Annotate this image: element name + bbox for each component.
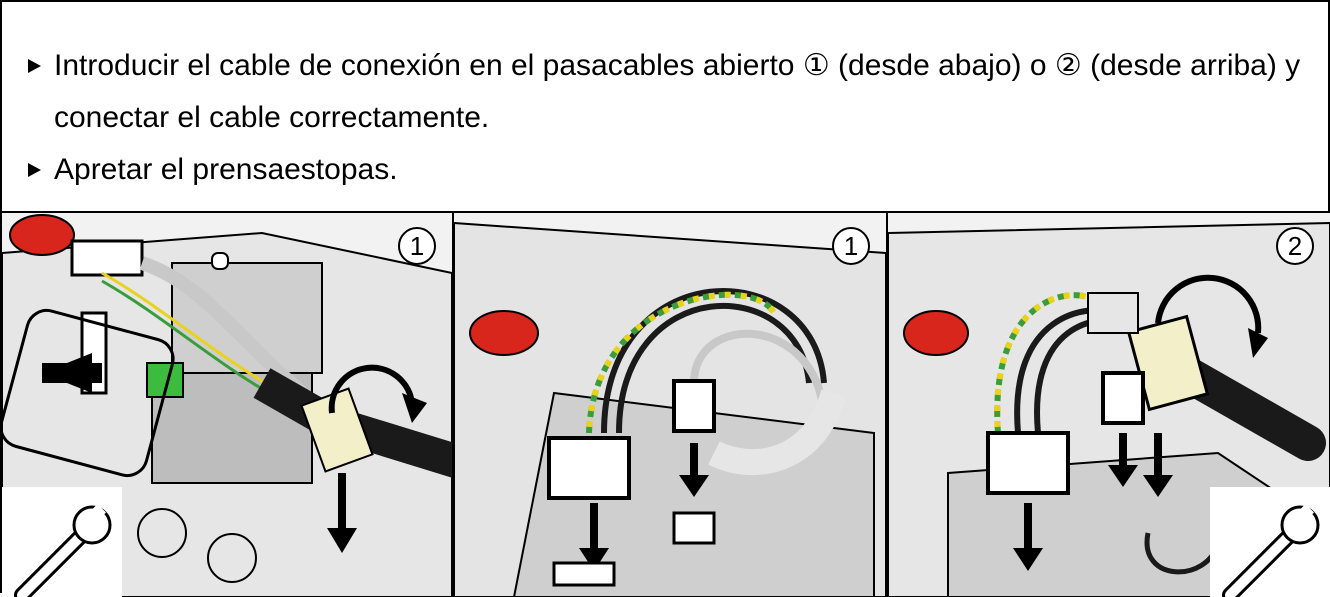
down-arrow-icon (679, 475, 709, 497)
rotate-arrow-icon (328, 364, 415, 414)
panel-marker: 1 (832, 227, 870, 265)
down-arrow-icon (1108, 465, 1138, 487)
illustration-panel-2: 1 (452, 213, 886, 597)
down-arrow-icon (1013, 548, 1043, 571)
plug-connector-icon (70, 239, 144, 277)
down-arrow-icon (327, 528, 357, 553)
wrench-icon (1210, 487, 1330, 597)
emergency-button-icon (469, 310, 539, 356)
bullet-arrow-icon (20, 144, 54, 196)
green-terminal-icon (146, 362, 184, 398)
instruction-step-2: Apretar el prensaestopas. (20, 144, 1310, 196)
down-arrow-icon (1143, 475, 1173, 497)
plug-connector-icon (672, 379, 716, 433)
illustration-row: 1 (2, 211, 1330, 597)
cable-gland-icon (1126, 314, 1210, 412)
bullet-arrow-icon (20, 40, 54, 92)
down-arrow-icon (579, 548, 609, 571)
instruction-step-2-text: Apretar el prensaestopas. (54, 153, 398, 186)
plug-connector-icon (547, 436, 631, 500)
emergency-button-icon (903, 310, 969, 356)
plug-connector-icon (1101, 371, 1145, 425)
wiring-detail-illustration (454, 213, 886, 597)
illustration-panel-3: 2 (886, 213, 1330, 597)
plug-connector-icon (986, 431, 1070, 495)
illustration-panel-1: 1 (2, 213, 452, 597)
emergency-button-icon (9, 214, 75, 256)
wrench-icon (2, 487, 122, 597)
rotate-arrow-icon (1155, 274, 1262, 334)
instruction-step-1: Introducir el cable de conexión en el pa… (20, 40, 1310, 144)
panel-marker: 2 (1276, 227, 1314, 265)
instruction-list: Introducir el cable de conexión en el pa… (20, 40, 1310, 196)
instruction-step-1-text: Introducir el cable de conexión en el pa… (54, 49, 1301, 134)
cable-gland-icon (300, 387, 374, 473)
panel-marker: 1 (398, 227, 436, 265)
